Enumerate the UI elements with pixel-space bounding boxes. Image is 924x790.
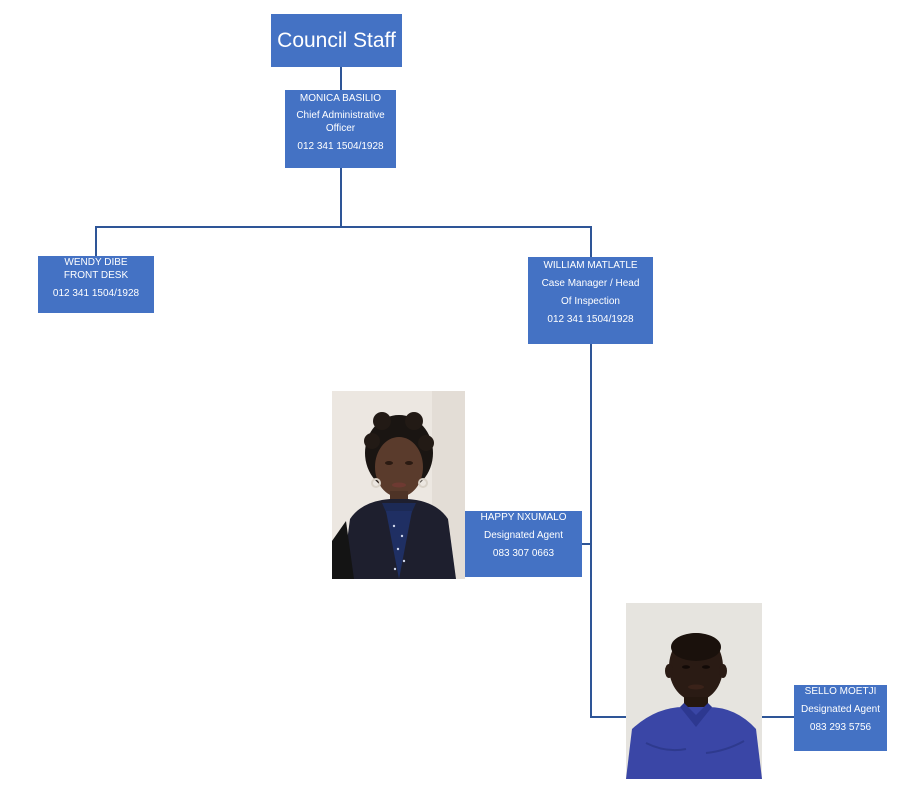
connector-to-agent-1 bbox=[582, 543, 592, 545]
node-ceo-role-line1: Chief Administrative bbox=[296, 110, 385, 121]
node-ceo-role-line2: Officer bbox=[325, 123, 356, 134]
node-agent-2-name: SELLO MOETJI bbox=[804, 686, 877, 697]
node-case-manager-name: WILLIAM MATLATLE bbox=[543, 260, 638, 271]
node-agent-1-role: Designated Agent bbox=[484, 530, 563, 541]
node-agent-1: HAPPY NXUMALO Designated Agent 083 307 0… bbox=[465, 511, 582, 577]
node-front-desk-phone: 012 341 1504/1928 bbox=[52, 288, 140, 299]
agent-2-photo bbox=[626, 603, 762, 779]
node-case-manager-role-line1: Case Manager / Head bbox=[541, 278, 640, 289]
node-case-manager: WILLIAM MATLATLE Case Manager / Head Of … bbox=[528, 257, 653, 344]
node-case-manager-role-line2: Of Inspection bbox=[561, 296, 620, 307]
node-agent-2-phone: 083 293 5756 bbox=[809, 722, 872, 733]
agent-1-photo bbox=[332, 391, 465, 579]
node-front-desk-role: FRONT DESK bbox=[63, 270, 129, 281]
node-front-desk: WENDY DIBE FRONT DESK 012 341 1504/1928 bbox=[38, 256, 154, 313]
node-agent-1-name: HAPPY NXUMALO bbox=[480, 512, 567, 523]
connector-to-agent-2 bbox=[590, 716, 626, 718]
connector-agent-2-side bbox=[762, 716, 794, 718]
node-ceo: MONICA BASILIO Chief Administrative Offi… bbox=[285, 90, 396, 168]
node-ceo-phone: 012 341 1504/1928 bbox=[297, 141, 384, 152]
node-ceo-name: MONICA BASILIO bbox=[299, 93, 382, 104]
chart-title-box: Council Staff bbox=[271, 14, 402, 67]
node-agent-2-role: Designated Agent bbox=[801, 704, 880, 715]
chart-title: Council Staff bbox=[277, 29, 396, 52]
connector-title-to-ceo bbox=[340, 67, 342, 91]
node-agent-1-phone: 083 307 0663 bbox=[492, 548, 555, 559]
connector-horizontal-branch bbox=[95, 226, 592, 228]
connector-to-front-desk bbox=[95, 226, 97, 256]
node-agent-2: SELLO MOETJI Designated Agent 083 293 57… bbox=[794, 685, 887, 751]
connector-case-manager-down bbox=[590, 344, 592, 718]
connector-ceo-down bbox=[340, 168, 342, 227]
node-front-desk-name: WENDY DIBE bbox=[64, 257, 128, 268]
connector-to-case-manager bbox=[590, 226, 592, 257]
node-case-manager-phone: 012 341 1504/1928 bbox=[547, 314, 634, 325]
